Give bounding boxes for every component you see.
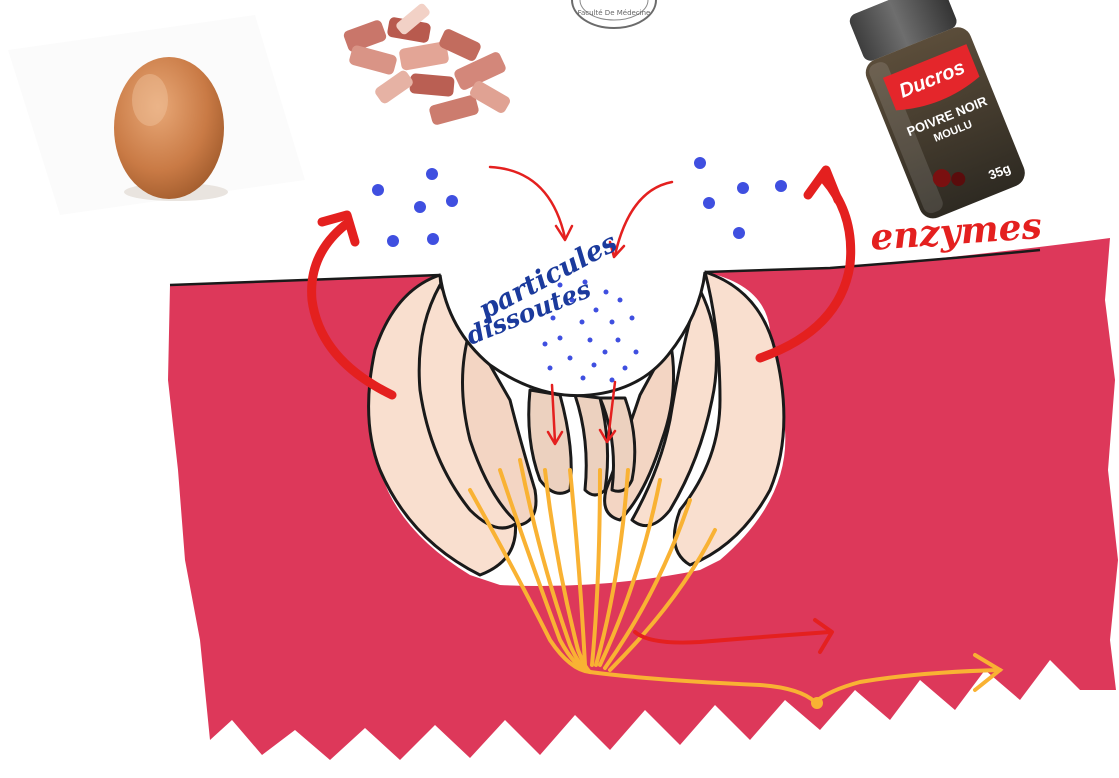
seal-text: Faculté De Médecine bbox=[578, 9, 651, 17]
particles-left bbox=[372, 168, 458, 247]
faculty-seal-icon: Faculté De Médecine bbox=[572, 0, 656, 28]
receptor-cell-2 bbox=[575, 395, 608, 495]
particles-right bbox=[694, 157, 787, 239]
receptor-cell-1 bbox=[529, 390, 572, 493]
egg-image bbox=[8, 15, 305, 215]
bacon-icon bbox=[342, 2, 511, 126]
pepper-jar-icon: Ducros POIVRE NOIR MOULU 35g bbox=[843, 0, 1029, 223]
